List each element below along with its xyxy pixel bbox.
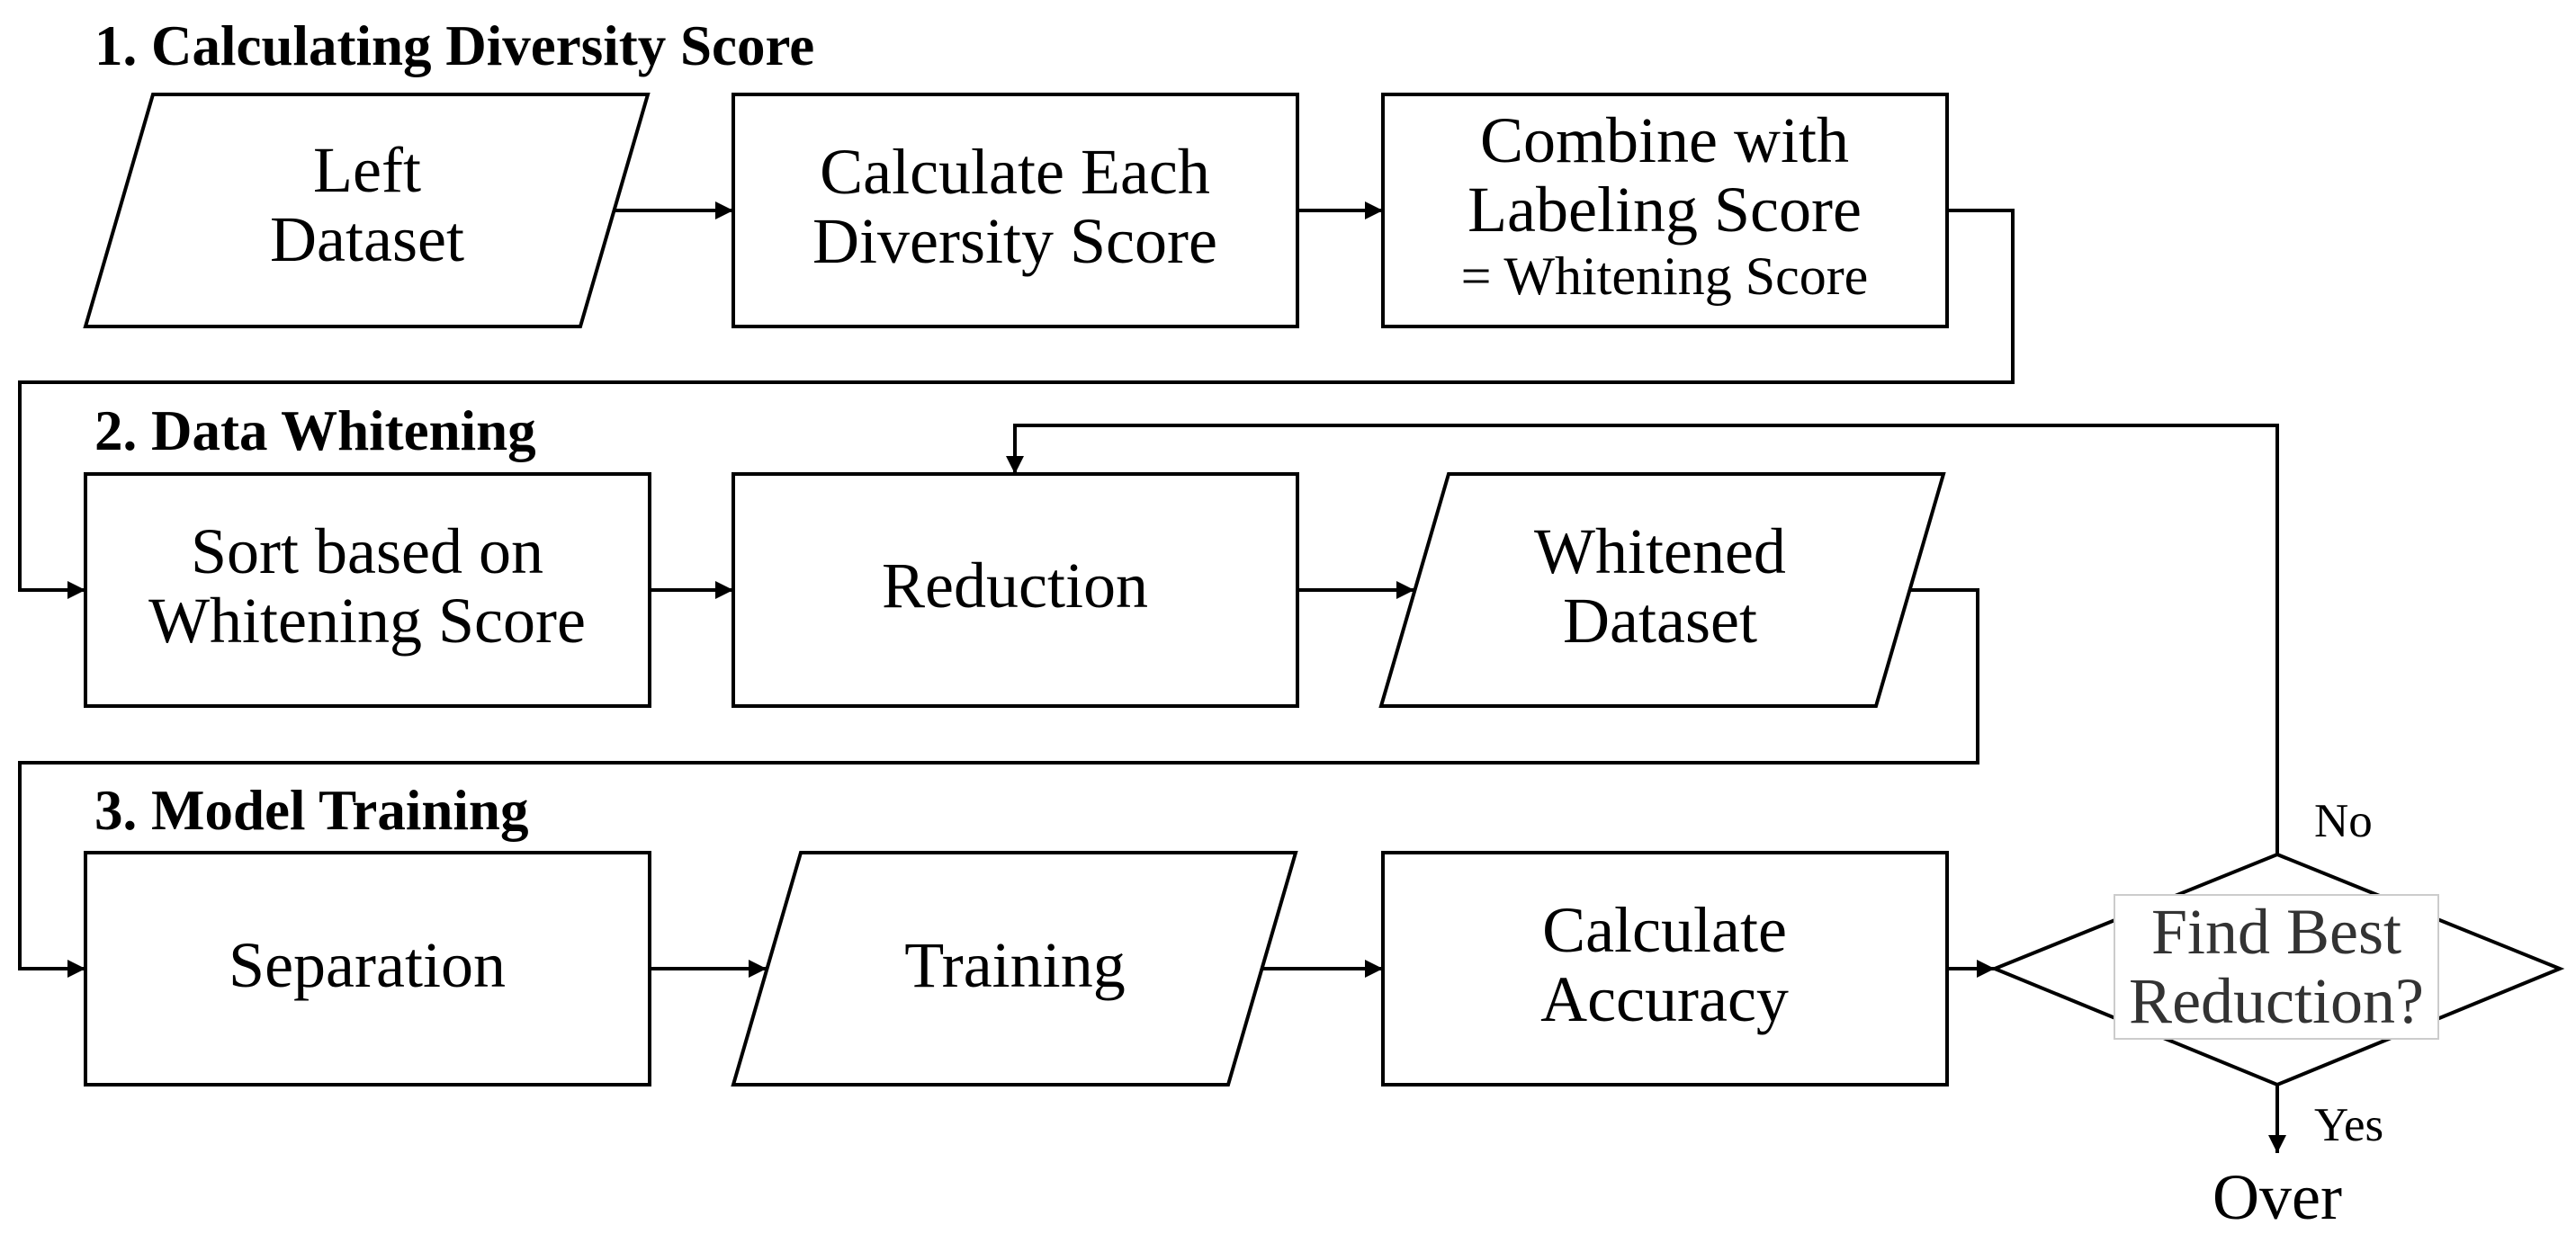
node-whitened-line1: Whitened (1534, 515, 1786, 587)
section-title-diversity: 1. Calculating Diversity Score (94, 14, 814, 77)
node-left-dataset: Left Dataset (83, 93, 651, 328)
node-separation-label: Separation (229, 929, 506, 1001)
node-combine-labeling-score: Combine with Labeling Score = Whitening … (1381, 93, 1949, 328)
node-left-dataset-line1: Left (313, 134, 421, 206)
branch-no-label: No (2314, 795, 2373, 847)
node-left-dataset-line2: Dataset (270, 203, 464, 275)
section-title-training: 3. Model Training (94, 779, 528, 842)
node-reduction: Reduction (732, 472, 1299, 708)
node-training-label: Training (904, 929, 1125, 1001)
node-separation: Separation (84, 851, 651, 1087)
terminal-over: Over (2212, 1161, 2342, 1233)
node-sort-line2: Whitening Score (148, 585, 586, 657)
node-accuracy-line1: Calculate (1542, 894, 1787, 966)
node-whitened-dataset: Whitened Dataset (1378, 472, 1946, 708)
node-sort-whitening-score: Sort based on Whitening Score (84, 472, 651, 708)
node-calculate-diversity-line2: Diversity Score (812, 205, 1217, 277)
node-training: Training (731, 851, 1298, 1087)
decision-line2: Reduction? (2129, 965, 2424, 1037)
decision-find-best-reduction: Find Best Reduction? (1989, 852, 2565, 1087)
node-calculate-diversity-score: Calculate Each Diversity Score (732, 93, 1299, 328)
node-calculate-accuracy: Calculate Accuracy (1381, 851, 1949, 1087)
node-combine-line1: Combine with (1480, 104, 1849, 176)
node-reduction-label: Reduction (882, 550, 1148, 622)
node-accuracy-line2: Accuracy (1540, 963, 1789, 1035)
arrow-combine-to-sort (18, 209, 2015, 599)
node-sort-line1: Sort based on (191, 515, 543, 587)
arrow-no-loop-to-reduction (1006, 424, 2279, 854)
node-combine-line2: Labeling Score (1468, 174, 1862, 246)
node-combine-line3: = Whitening Score (1461, 246, 1869, 306)
node-whitened-line2: Dataset (1563, 585, 1757, 657)
node-calculate-diversity-line1: Calculate Each (820, 136, 1210, 208)
decision-line1: Find Best (2151, 896, 2401, 968)
arrow-whitened-to-separation (18, 588, 1979, 978)
branch-yes-label: Yes (2314, 1099, 2383, 1151)
section-title-whitening: 2. Data Whitening (94, 399, 536, 462)
